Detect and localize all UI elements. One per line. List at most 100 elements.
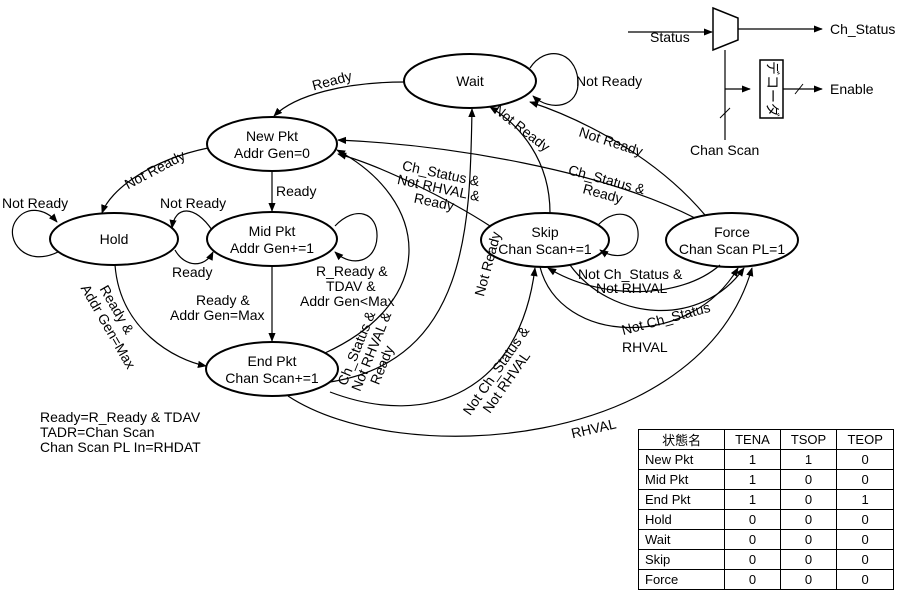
enable-output-label: Enable bbox=[830, 81, 874, 97]
label-mid-to-end-2: Addr Gen=Max bbox=[170, 307, 265, 323]
ch-status-output-label: Ch_Status bbox=[830, 21, 895, 37]
header-teop: TEOP bbox=[836, 429, 894, 450]
cell-tena: 0 bbox=[724, 569, 781, 590]
note-chan-scan-pl-def: Chan Scan PL In=RHDAT bbox=[40, 439, 201, 455]
cell-tena: 0 bbox=[724, 549, 781, 570]
mux-shape bbox=[712, 6, 739, 52]
notes: Ready=R_Ready & TDAV TADR=Chan Scan Chan… bbox=[40, 410, 201, 455]
arrow-end-to-force bbox=[287, 267, 754, 437]
arrow-end-to-wait bbox=[329, 108, 476, 383]
state-force-action: Chan Scan PL=1 bbox=[679, 241, 785, 257]
state-wait: Wait bbox=[403, 53, 537, 109]
label-end-to-wait: Not Ready bbox=[471, 230, 504, 298]
chan-scan-label: Chan Scan bbox=[690, 142, 759, 158]
state-hold-label: Hold bbox=[100, 231, 129, 247]
arrow-skip-to-force bbox=[569, 264, 745, 311]
block-diagram: Status Ch_Status デコーダ Enable Chan Scan bbox=[628, 6, 895, 158]
cell-tsop: 0 bbox=[779, 489, 838, 510]
arrow-skip-to-new bbox=[337, 152, 491, 227]
cell-tsop: 0 bbox=[779, 529, 838, 550]
state-new-pkt-label: New Pkt bbox=[246, 128, 298, 144]
table-row: Force 0 0 0 bbox=[637, 569, 894, 590]
label-mid-to-end-1: Ready & bbox=[196, 292, 250, 308]
label-force-to-skip-not-1: Not Ch_Status & bbox=[578, 266, 683, 282]
arrow-skip-to-wait bbox=[489, 106, 551, 214]
cell-state: Force bbox=[637, 569, 726, 590]
cell-tsop: 0 bbox=[779, 549, 838, 570]
label-hold-to-mid: Ready bbox=[172, 264, 212, 280]
cell-tsop: 0 bbox=[779, 469, 838, 490]
header-state-name: 状態名 bbox=[637, 429, 726, 450]
cell-state: New Pkt bbox=[637, 449, 726, 470]
state-force: Force Chan Scan PL=1 bbox=[665, 212, 799, 268]
cell-teop: 0 bbox=[836, 449, 894, 470]
state-new-pkt: New Pkt Addr Gen=0 bbox=[206, 116, 338, 172]
arrow-new-pkt-to-hold bbox=[101, 147, 209, 214]
cell-state: Wait bbox=[637, 529, 726, 550]
table-row: New Pkt 1 1 0 bbox=[637, 449, 894, 470]
note-ready-def: Ready=R_Ready & TDAV bbox=[40, 409, 201, 425]
header-tsop: TSOP bbox=[779, 429, 838, 450]
cell-state: Skip bbox=[637, 549, 726, 570]
cell-teop: 0 bbox=[836, 549, 894, 570]
table-row: Wait 0 0 0 bbox=[637, 529, 894, 550]
arrow-hold-to-end bbox=[114, 264, 207, 368]
label-rhval-small: RHVAL bbox=[622, 339, 668, 355]
decoder-label: デコーダ bbox=[764, 61, 780, 117]
arrow-force-to-new bbox=[337, 136, 696, 219]
arrow-end-to-new bbox=[324, 149, 410, 354]
arrow-mid-self bbox=[334, 213, 378, 262]
state-mid-pkt-action: Addr Gen+=1 bbox=[230, 240, 314, 256]
cell-tena: 0 bbox=[724, 509, 781, 530]
state-end-pkt: End Pkt Chan Scan+=1 bbox=[205, 341, 339, 397]
arrow-force-to-wait bbox=[529, 101, 706, 216]
cell-state: Hold bbox=[637, 509, 726, 530]
state-end-pkt-action: Chan Scan+=1 bbox=[225, 370, 319, 386]
label-skip-to-force: Not Ch_Status bbox=[620, 299, 712, 338]
cell-teop: 0 bbox=[836, 529, 894, 550]
table-row: Mid Pkt 1 0 0 bbox=[637, 469, 894, 490]
cell-state: Mid Pkt bbox=[637, 469, 726, 490]
state-force-label: Force bbox=[714, 224, 750, 240]
cell-tena: 1 bbox=[724, 469, 781, 490]
arrow-hold-self bbox=[11, 209, 59, 258]
label-new-to-mid: Ready bbox=[276, 183, 316, 199]
status-input-label: Status bbox=[650, 29, 690, 45]
arrow-wait-self bbox=[529, 53, 579, 106]
cell-teop: 0 bbox=[836, 569, 894, 590]
cell-teop: 1 bbox=[836, 489, 894, 510]
arrow-hold-to-mid bbox=[174, 249, 214, 265]
arrow-force-to-skip bbox=[547, 264, 721, 293]
arrow-mid-to-hold bbox=[169, 210, 213, 231]
arrow-rhval-small bbox=[539, 266, 739, 329]
label-mid-cond-2: TDAV & bbox=[326, 278, 376, 294]
table-row: Hold 0 0 0 bbox=[637, 509, 894, 530]
cell-state: End Pkt bbox=[637, 489, 726, 510]
label-new-to-hold: Not Ready bbox=[122, 147, 188, 192]
arrow-skip-self bbox=[597, 213, 639, 258]
state-wait-label: Wait bbox=[456, 73, 484, 89]
cell-tsop: 1 bbox=[779, 449, 838, 470]
state-new-pkt-action: Addr Gen=0 bbox=[234, 145, 310, 161]
state-mid-pkt-label: Mid Pkt bbox=[249, 223, 296, 239]
table-row: End Pkt 1 0 1 bbox=[637, 489, 894, 510]
label-wait-self: Not Ready bbox=[576, 73, 642, 89]
label-force-to-wait: Not Ready bbox=[577, 124, 645, 160]
table-header-row: 状態名 TENA TSOP TEOP bbox=[637, 429, 894, 450]
cell-tena: 1 bbox=[724, 449, 781, 470]
label-mid-to-hold: Not Ready bbox=[160, 195, 226, 211]
state-skip-action: Chan Scan+=1 bbox=[498, 241, 592, 257]
table-row: Skip 0 0 0 bbox=[637, 549, 894, 570]
label-mid-cond-1: R_Ready & bbox=[316, 263, 388, 279]
cell-teop: 0 bbox=[836, 469, 894, 490]
note-tadr-def: TADR=Chan Scan bbox=[40, 424, 155, 440]
state-hold: Hold bbox=[49, 212, 179, 266]
header-tena: TENA bbox=[724, 429, 781, 450]
cell-tsop: 0 bbox=[779, 569, 838, 590]
arrow-wait-to-new-pkt bbox=[273, 81, 406, 117]
cell-tena: 1 bbox=[724, 489, 781, 510]
cell-tsop: 0 bbox=[779, 509, 838, 530]
arrow-end-to-skip bbox=[329, 267, 538, 407]
label-skip-to-wait: Not Ready bbox=[491, 101, 553, 154]
